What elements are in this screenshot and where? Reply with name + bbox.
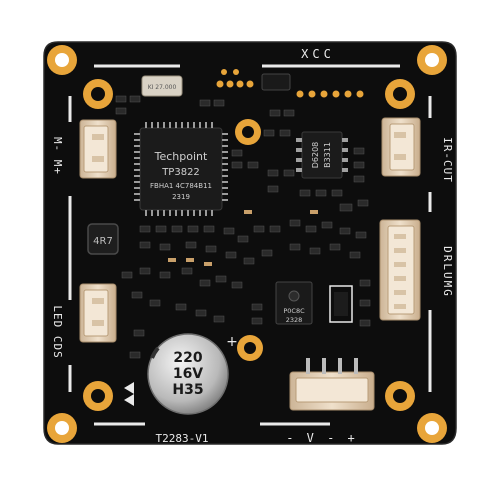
label-power-pins: - V - + [286,431,358,445]
label-led-cds: LED CDS [51,305,64,358]
smd-components [115,95,371,359]
label-top: XCC [301,47,335,61]
connector-data [379,219,421,321]
electrolytic-capacitor: 220 16V H35 [147,333,229,415]
crystal-label: KI 27.000 [148,84,177,91]
chip-date: 2319 [172,193,190,201]
capacitor-value: 220 [173,350,202,366]
connector-motor [79,119,117,179]
label-board-version: T2283-V1 [156,432,209,445]
chip-brand: Techpoint [154,150,208,163]
mosfet-component: P0C8C 2328 [275,281,353,325]
silkscreen-frame [68,64,432,426]
capacitor-code: H35 [172,382,203,398]
chip-lot: FBHA1 4C784B11 [150,182,212,190]
crystal-oscillator: KI 27.000 [141,75,183,97]
driver-chip-line2: B3311 [323,142,332,168]
chip-model: TP3822 [161,167,200,178]
main-processor-chip: Techpoint TP3822 FBHA1 4C784B11 2319 [134,122,228,216]
connector-power [289,358,375,411]
mosfet-line2: 2328 [286,316,303,324]
capacitor-voltage: 16V [173,366,203,382]
label-data: DRLUMG [441,246,454,298]
connector-ir-cut [381,117,421,177]
connector-led-cds [79,283,117,343]
driver-chip-line1: D6208 [311,142,320,169]
inductor-label: 4R7 [93,236,113,247]
label-ir-cut: IR-CUT [441,137,454,183]
mosfet-line1: P0C8C [283,307,305,315]
svg-text:+: + [226,334,238,350]
motor-driver-chip: D6208 B3311 [296,131,348,179]
label-motor: M- M+ [51,137,64,175]
inductor: 4R7 [87,223,119,255]
mounting-pads [47,45,447,443]
